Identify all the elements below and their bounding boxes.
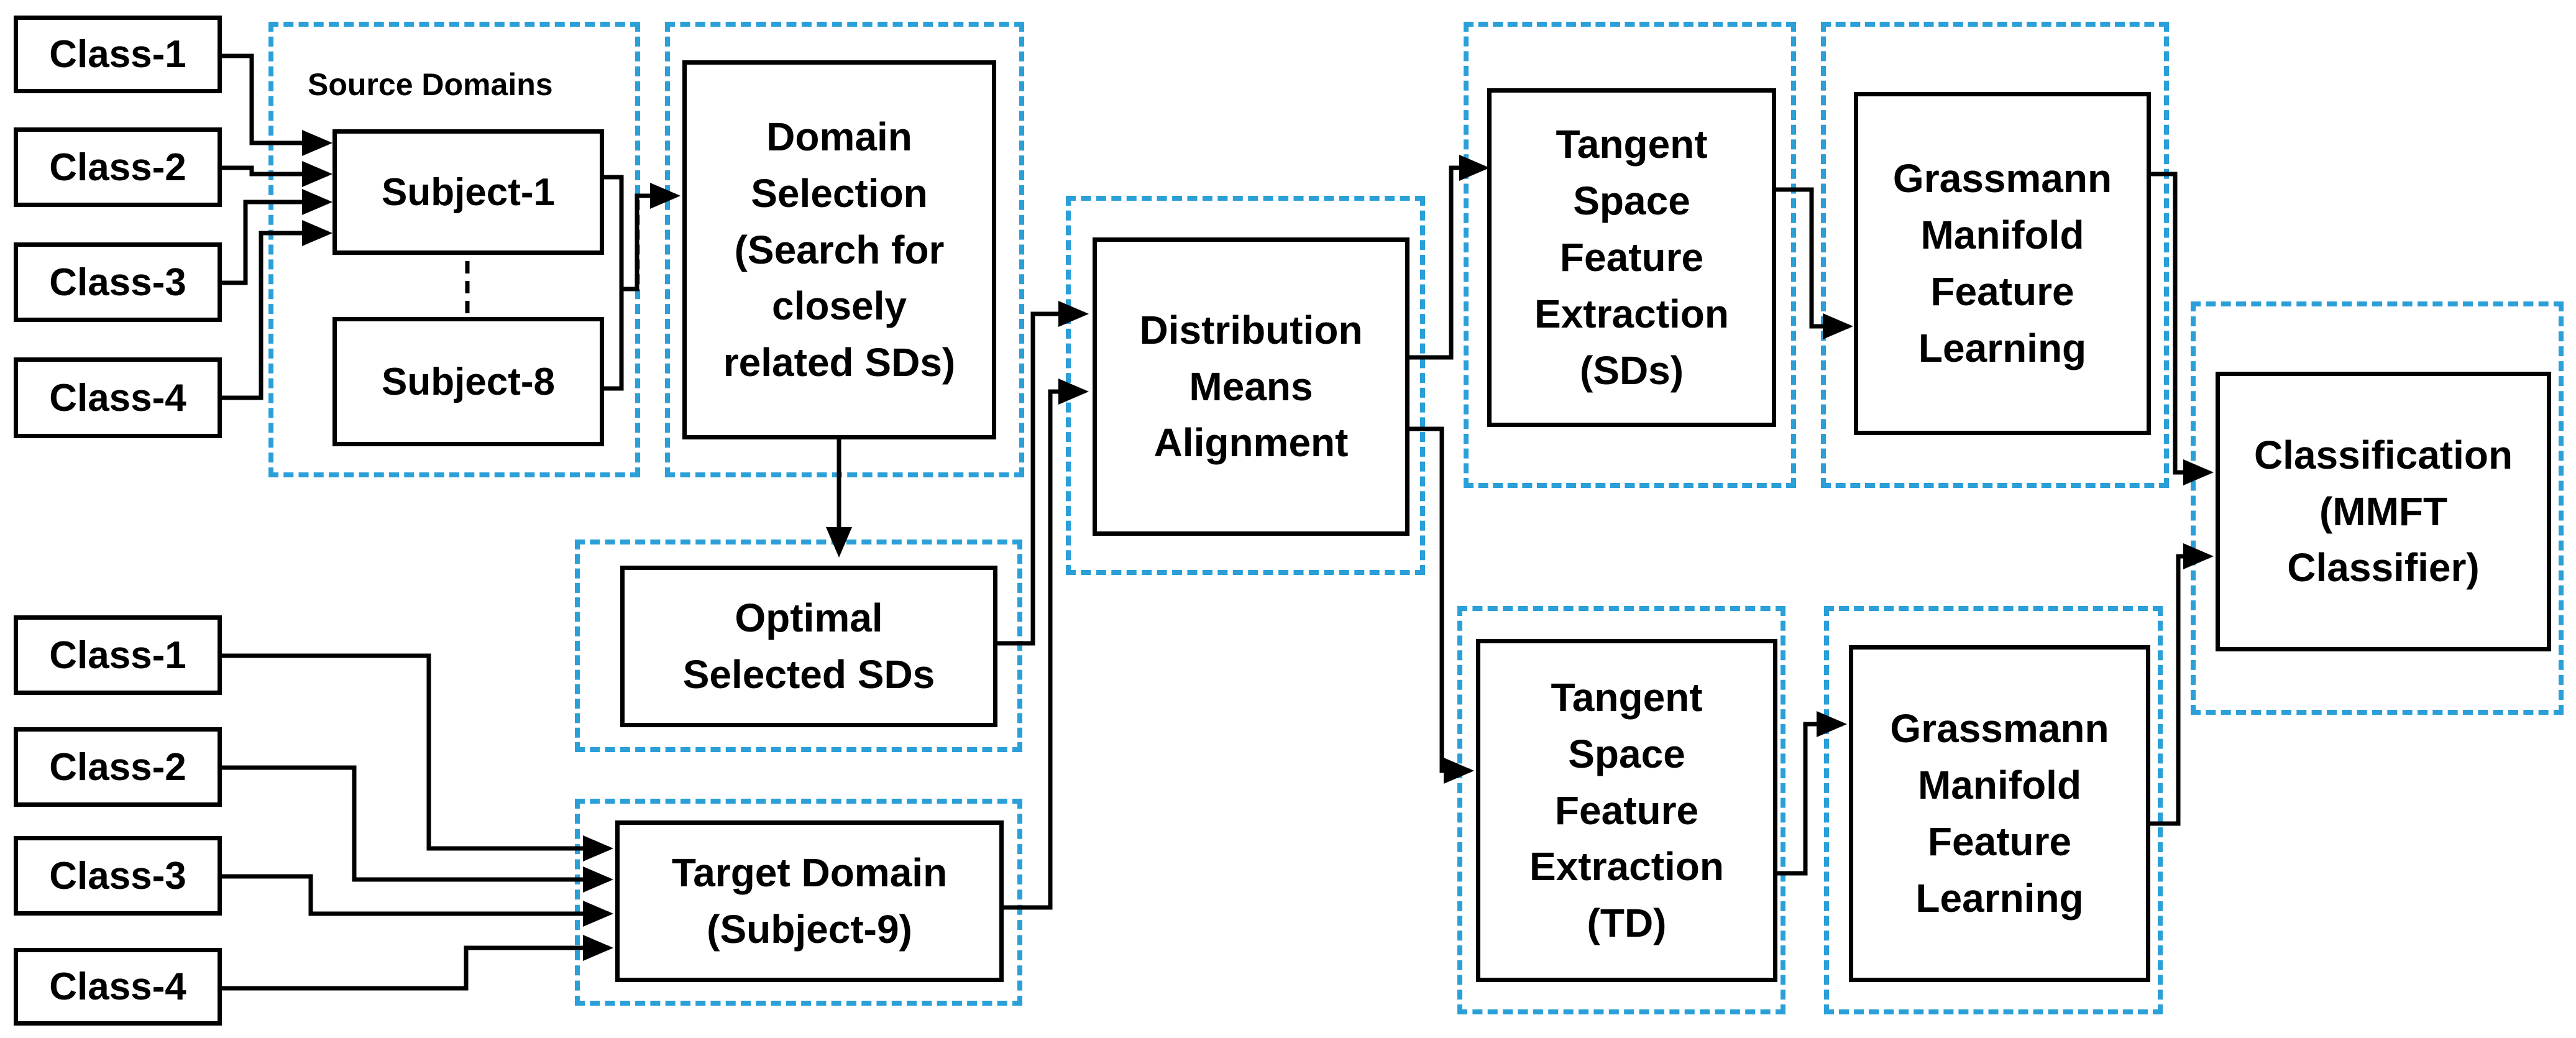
arrow-class2-to-subject bbox=[221, 161, 332, 187]
source-domains-label: Source Domains bbox=[308, 67, 553, 102]
grassmann-top-group bbox=[1821, 22, 2169, 488]
arrow-alignment-to-tangent-sd bbox=[1408, 155, 1490, 360]
subject-1-box: Subject-1 bbox=[332, 129, 604, 255]
arrow-tangent-sd-to-grassmann bbox=[1774, 187, 1853, 339]
domain-selection-group bbox=[665, 22, 1024, 477]
arrow-alignment-to-tangent-td bbox=[1408, 426, 1474, 784]
tangent-sd-group bbox=[1464, 22, 1796, 488]
arrow-grassmann-bottom-to-classification bbox=[2147, 543, 2214, 826]
arrow-optimal-to-alignment bbox=[996, 301, 1089, 646]
arrow-class1-to-subject bbox=[221, 53, 332, 156]
target-class-3: Class-3 bbox=[14, 836, 222, 916]
tangent-td-group bbox=[1457, 606, 1785, 1014]
arrow-target-to-alignment bbox=[1002, 379, 1089, 910]
target-domain-group bbox=[575, 799, 1022, 1006]
source-class-3: Class-3 bbox=[14, 242, 222, 322]
classification-group bbox=[2191, 301, 2564, 715]
target-domain-box: Target Domain (Subject-9) bbox=[615, 820, 1004, 982]
target-class-1: Class-1 bbox=[14, 615, 222, 695]
arrow-subjects-to-selection bbox=[621, 183, 681, 292]
grassmann-bottom-box: Grassmann Manifold Feature Learning bbox=[1849, 645, 2150, 982]
target-class-4: Class-4 bbox=[14, 948, 222, 1026]
source-class-4: Class-4 bbox=[14, 357, 222, 438]
arrow-tclass4-to-target bbox=[221, 935, 613, 991]
optimal-selected-box: Optimal Selected SDs bbox=[620, 566, 997, 727]
arrow-tclass1-to-target bbox=[221, 653, 613, 861]
source-class-2: Class-2 bbox=[14, 127, 222, 207]
grassmann-bottom-group bbox=[1824, 606, 2163, 1014]
optimal-selected-group bbox=[575, 540, 1022, 752]
domain-selection-box: Domain Selection (Search for closely rel… bbox=[682, 60, 996, 439]
target-class-2: Class-2 bbox=[14, 727, 222, 807]
line-subject1-merge bbox=[602, 175, 624, 289]
arrow-tangent-td-to-grassmann bbox=[1774, 711, 1847, 876]
distribution-alignment-box: Distribution Means Alignment bbox=[1093, 237, 1409, 536]
arrow-class3-to-subject bbox=[221, 189, 332, 285]
source-class-1: Class-1 bbox=[14, 16, 222, 93]
arrow-tclass3-to-target bbox=[221, 874, 613, 927]
tangent-td-box: Tangent Space Feature Extraction (TD) bbox=[1476, 639, 1777, 982]
subject-8-box: Subject-8 bbox=[332, 317, 604, 446]
grassmann-top-box: Grassmann Manifold Feature Learning bbox=[1854, 92, 2151, 435]
arrow-class4-to-subject bbox=[221, 220, 332, 400]
arrow-tclass2-to-target bbox=[221, 765, 613, 893]
classification-box: Classification (MMFT Classifier) bbox=[2216, 372, 2551, 651]
tangent-sd-box: Tangent Space Feature Extraction (SDs) bbox=[1487, 88, 1776, 427]
arrow-grassmann-top-to-classification bbox=[2149, 172, 2214, 485]
line-subject8-merge bbox=[602, 289, 624, 391]
